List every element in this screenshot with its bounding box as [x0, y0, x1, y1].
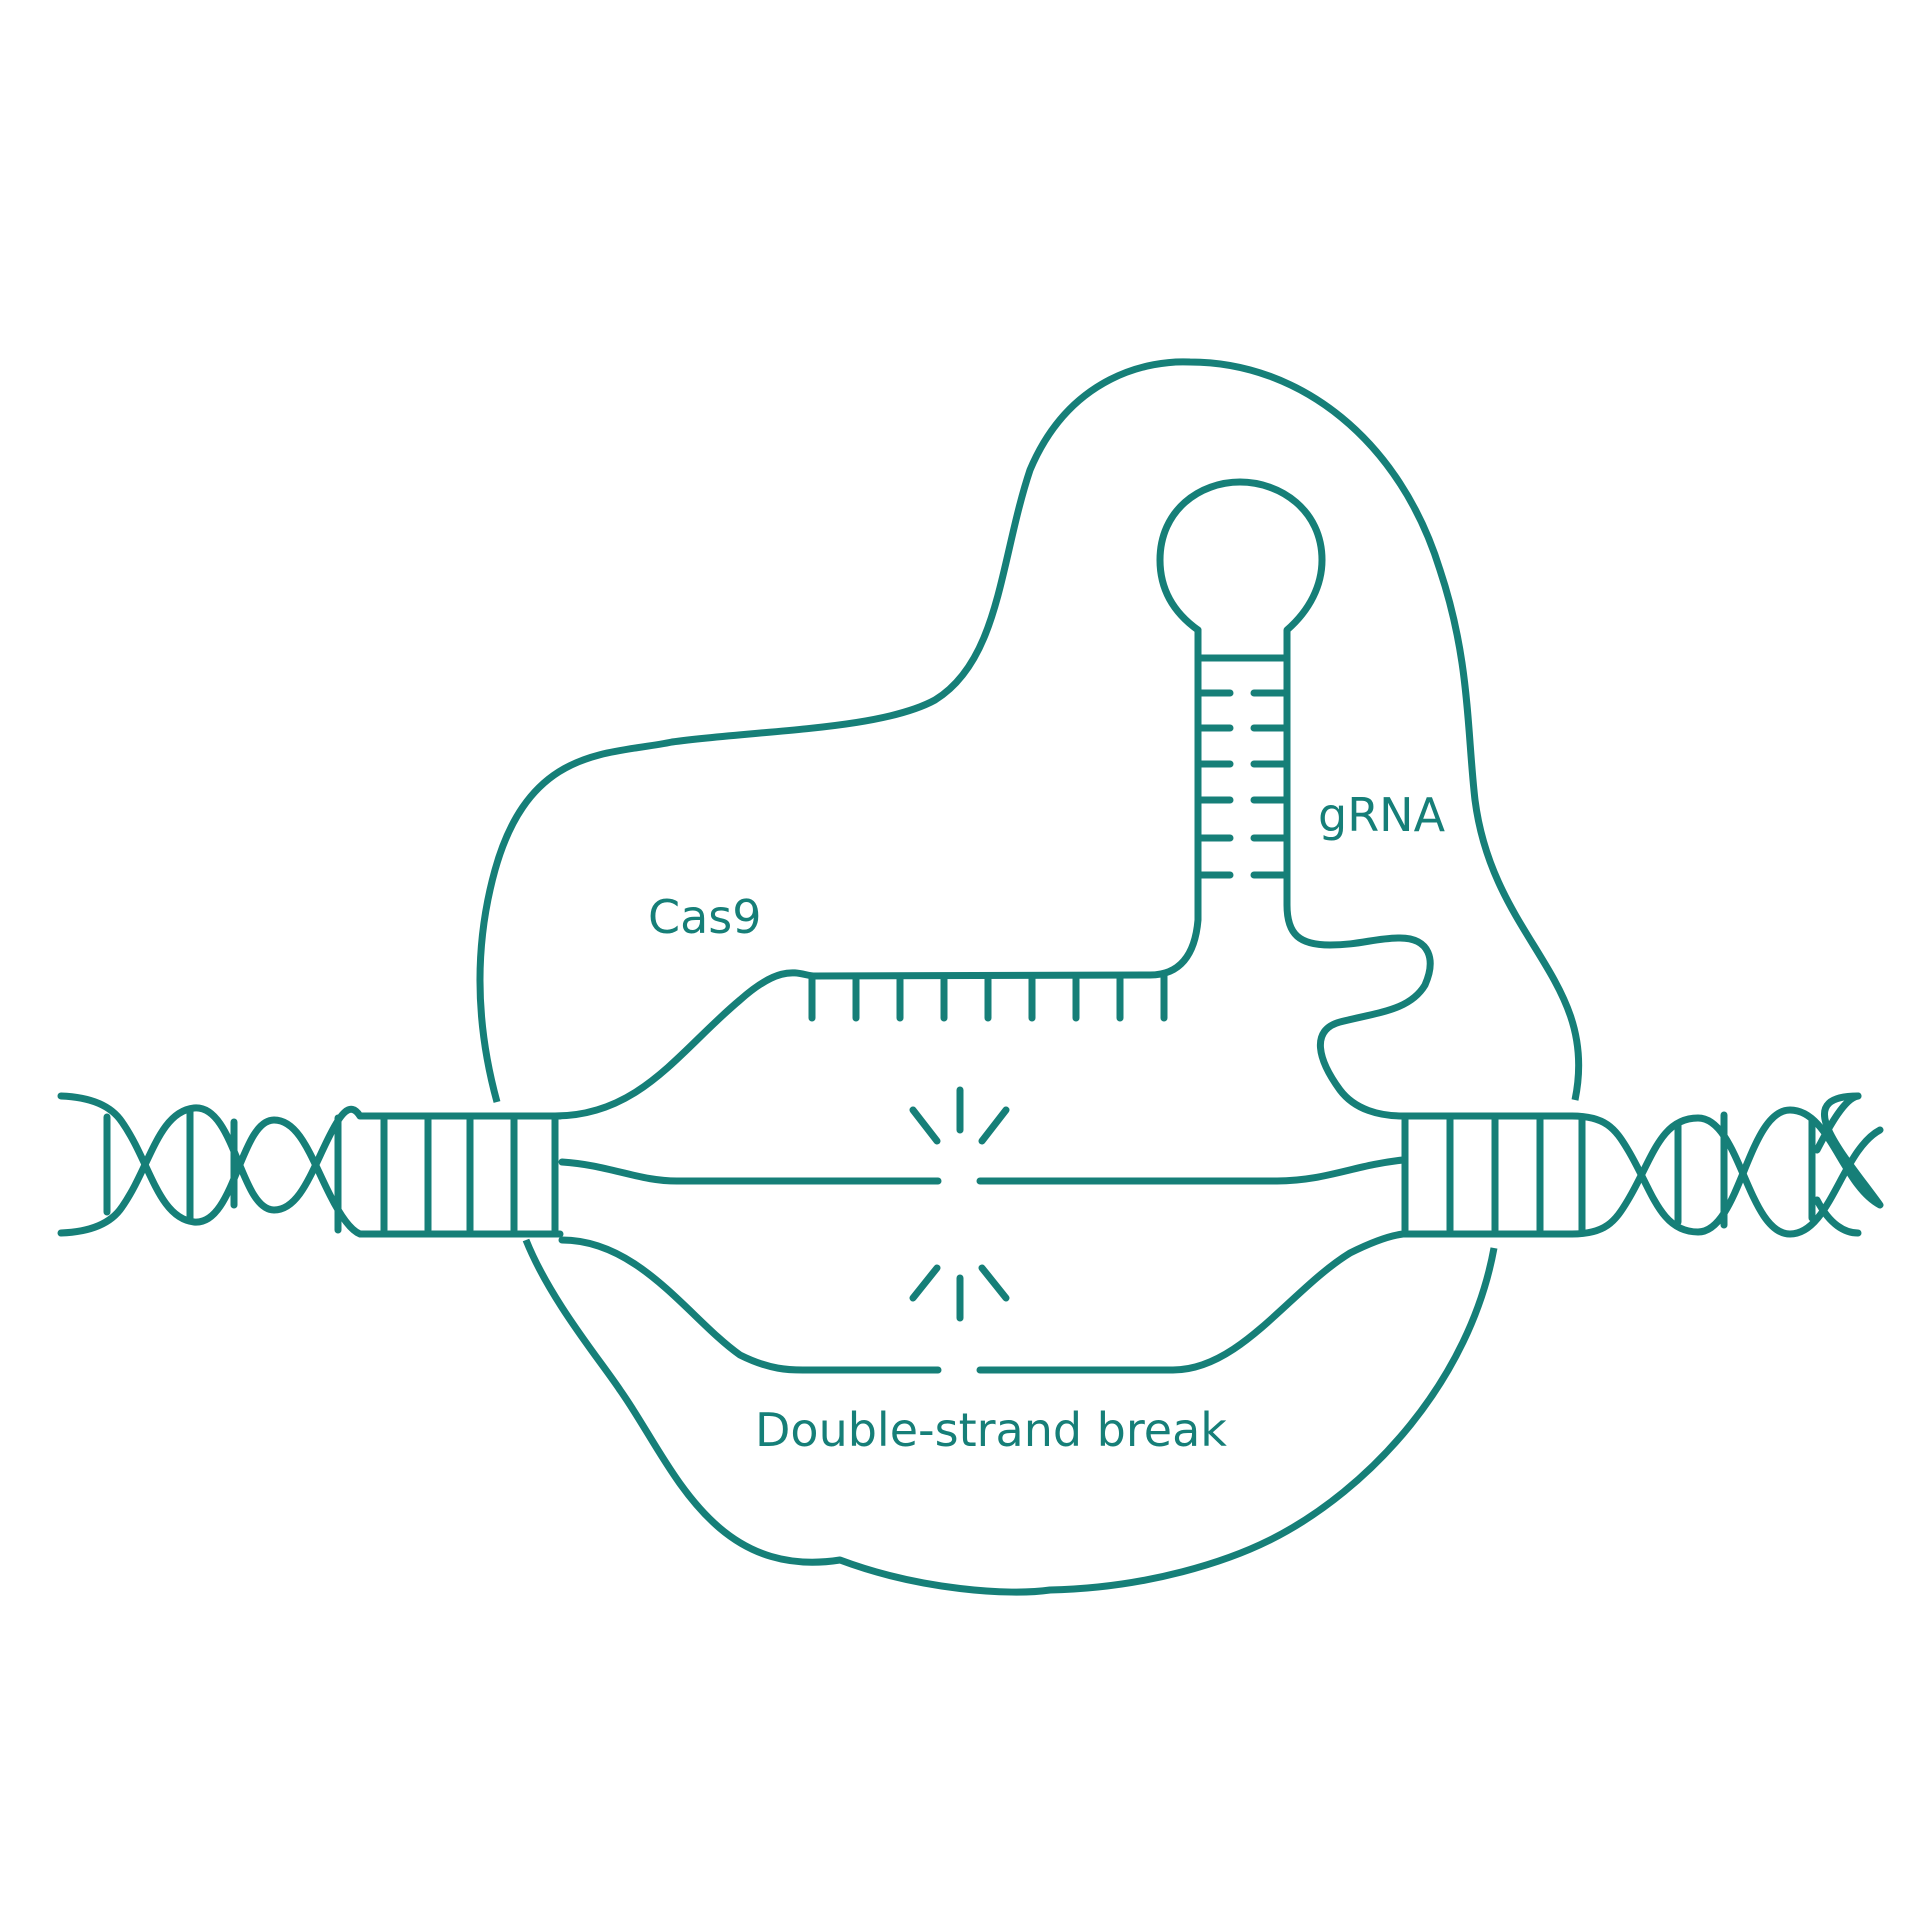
cas9-label: Cas9: [648, 890, 762, 944]
grna-loop: [1156, 478, 1434, 1120]
guide-target-bases: [808, 972, 1168, 1022]
grna-stem-bases: [1194, 654, 1291, 879]
grna-label: gRNA: [1318, 788, 1446, 842]
break-spark-bottom: [909, 1264, 1010, 1322]
lower-strand-left: [558, 1236, 942, 1374]
left-dna-helix: [57, 1092, 564, 1238]
cas9-outline-lower: [522, 1238, 1498, 1596]
lower-strand-right: [976, 1230, 1407, 1374]
left-dna-rungs: [334, 1114, 559, 1234]
right-dna-rungs: [1401, 1114, 1586, 1234]
middle-strand-right: [976, 1156, 1407, 1185]
right-dna-helix: [1399, 1092, 1884, 1238]
cas9-outline-upper: [476, 358, 1583, 1103]
target-strand-left-top: [551, 626, 1202, 1120]
break-spark-top: [909, 1086, 1010, 1145]
middle-strand-left: [558, 1158, 942, 1185]
double-strand-break-label: Double-strand break: [755, 1403, 1227, 1457]
